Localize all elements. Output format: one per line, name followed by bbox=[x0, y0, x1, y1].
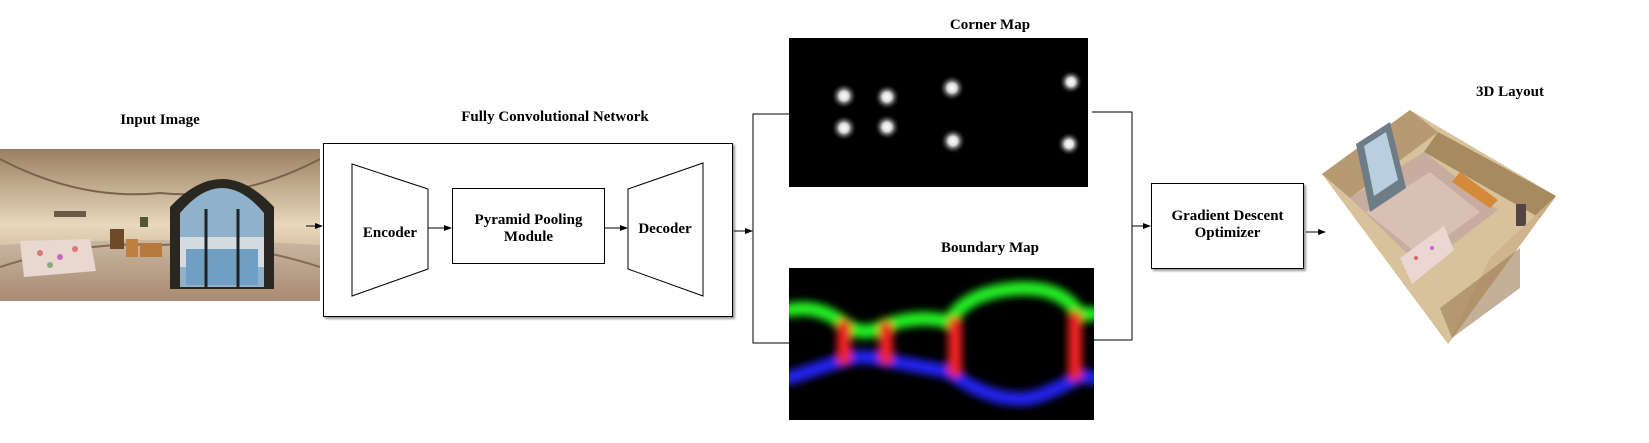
optimizer-block bbox=[1151, 183, 1304, 269]
corner-map-image bbox=[789, 38, 1088, 187]
input-image-title: Input Image bbox=[120, 112, 200, 128]
decoder-block bbox=[627, 162, 704, 297]
optimizer-label: Gradient Descent Optimizer bbox=[1151, 208, 1304, 242]
encoder-block bbox=[351, 163, 429, 297]
boundary-map-image bbox=[789, 268, 1094, 420]
boundary-map-title: Boundary Map bbox=[941, 240, 1039, 256]
pyramid-pooling-label-line1: Pyramid Pooling bbox=[474, 212, 583, 228]
layout-3d-title: 3D Layout bbox=[1476, 84, 1544, 100]
encoder-label: Encoder bbox=[362, 225, 418, 241]
fcn-container bbox=[323, 143, 733, 317]
fcn-title: Fully Convolutional Network bbox=[461, 109, 649, 125]
optimizer-label-line1: Gradient Descent bbox=[1171, 208, 1284, 224]
pyramid-pooling-label: Pyramid Pooling Module bbox=[452, 212, 605, 246]
pyramid-pooling-label-line2: Module bbox=[503, 229, 554, 245]
layout-3d-image bbox=[1322, 110, 1556, 344]
corner-map-title: Corner Map bbox=[949, 17, 1031, 33]
pyramid-pooling-block bbox=[452, 188, 605, 264]
optimizer-label-line2: Optimizer bbox=[1194, 225, 1261, 241]
input-panorama-image bbox=[0, 149, 320, 301]
decoder-label: Decoder bbox=[638, 221, 692, 237]
